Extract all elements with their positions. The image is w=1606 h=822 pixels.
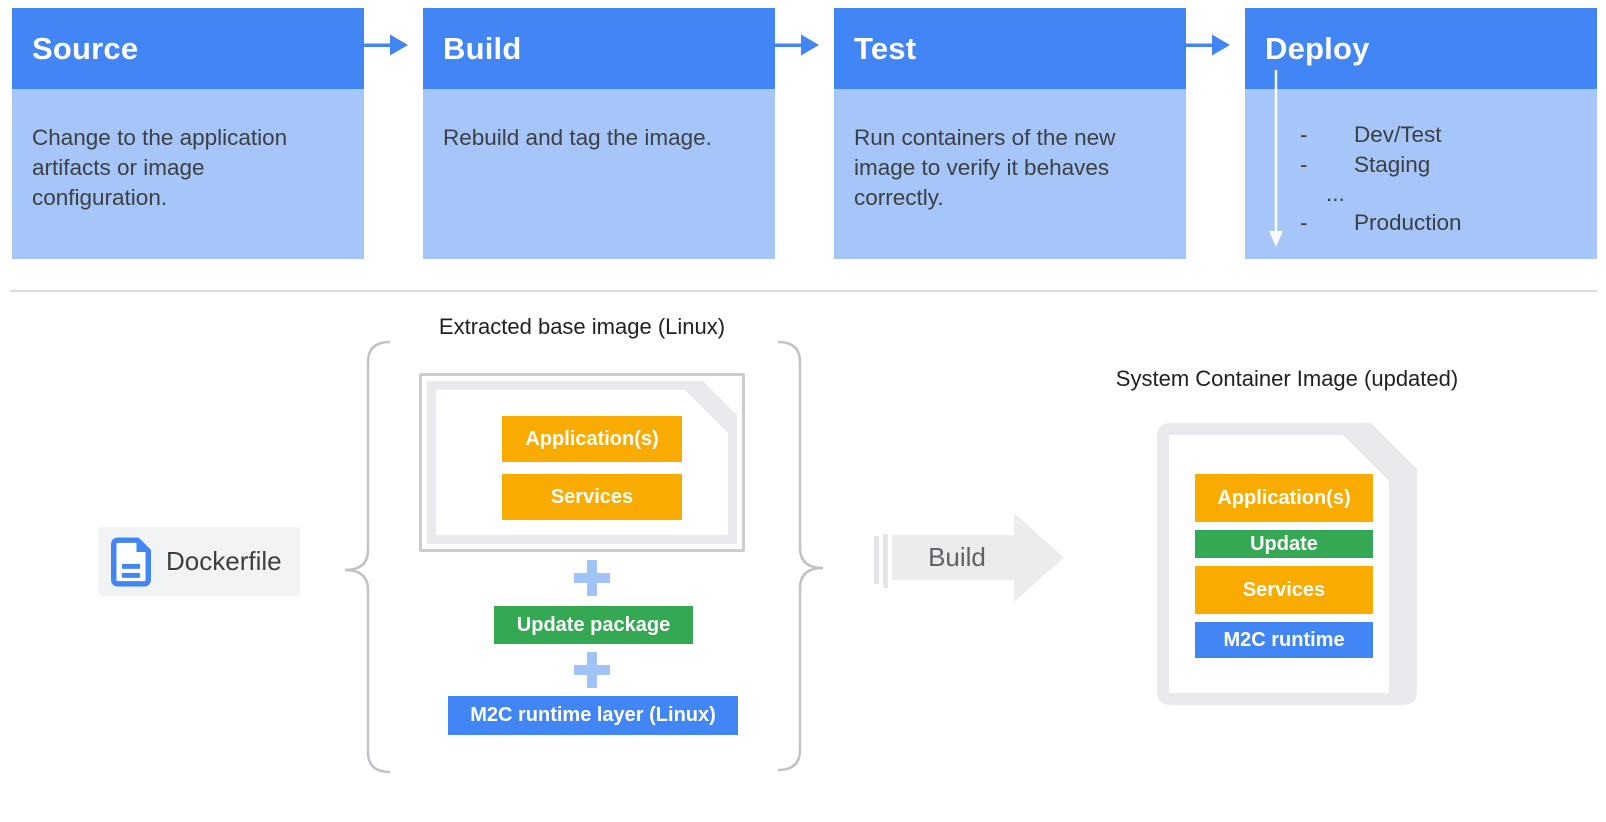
flow-arrow-icon xyxy=(1186,34,1230,56)
list-dash: - xyxy=(1300,152,1308,177)
ellipsis: ... xyxy=(1326,181,1345,206)
update-package-box: Update package xyxy=(494,606,693,644)
card-title: Build xyxy=(443,30,522,66)
pipeline-card-deploy: Deploy - Dev/Test - Staging ... xyxy=(1245,8,1597,259)
plus-label: + xyxy=(574,560,575,561)
result-bar-applications: Application(s) xyxy=(1195,474,1373,522)
dockerfile-icon xyxy=(111,536,151,587)
deploy-target-list: - Dev/Test - Staging ... - Production xyxy=(1300,120,1462,238)
result-image-title: System Container Image (updated) xyxy=(1115,366,1459,391)
base-image-title: Extracted base image (Linux) xyxy=(438,314,726,339)
build-arrow-label: Build xyxy=(928,542,986,572)
pipeline-card-source: Source Change to the application artifac… xyxy=(12,8,364,259)
container-image-document xyxy=(1157,423,1417,705)
list-dash: - xyxy=(1300,122,1308,147)
pipeline-card-build: Build Rebuild and tag the image. xyxy=(423,8,775,259)
result-bar-services: Services xyxy=(1195,566,1373,614)
grouping-braces-icon xyxy=(344,340,824,774)
flow-arrow-icon xyxy=(364,34,408,56)
list-item: ... xyxy=(1300,180,1462,208)
base-image-document xyxy=(419,373,745,552)
card-header: Source xyxy=(12,8,364,89)
m2c-runtime-layer-box: M2C runtime layer (Linux) xyxy=(448,696,738,735)
right-brace xyxy=(777,340,824,772)
card-title: Deploy xyxy=(1265,30,1370,66)
list-dash: - xyxy=(1300,210,1308,235)
list-item: - Dev/Test xyxy=(1300,120,1462,150)
card-description: Run containers of the new image to verif… xyxy=(834,89,1186,259)
deploy-sequence-arrow-icon xyxy=(1269,70,1283,247)
list-item: - Staging xyxy=(1300,150,1462,180)
deploy-target: Staging xyxy=(1354,152,1431,177)
pipeline-card-test: Test Run containers of the new image to … xyxy=(834,8,1186,259)
section-divider xyxy=(10,290,1597,292)
deploy-environments: - Dev/Test - Staging ... - Production xyxy=(1245,70,1597,259)
layer-bar-services: Services xyxy=(502,474,682,520)
plus-label: + xyxy=(574,652,575,653)
plus-icon: + xyxy=(574,560,610,596)
card-description: Change to the application artifacts or i… xyxy=(12,89,364,259)
card-header: Deploy xyxy=(1245,8,1597,89)
layer-bar-applications: Application(s) xyxy=(502,416,682,462)
dockerfile-chip: Dockerfile xyxy=(98,527,300,596)
left-brace xyxy=(344,340,391,774)
card-description: Rebuild and tag the image. xyxy=(423,89,775,259)
card-header: Test xyxy=(834,8,1186,89)
list-item: - Production xyxy=(1300,208,1462,238)
card-header: Build xyxy=(423,8,775,89)
deploy-target: Production xyxy=(1354,210,1462,235)
result-bar-update: Update xyxy=(1195,530,1373,558)
result-bar-m2c-runtime: M2C runtime xyxy=(1195,622,1373,658)
card-title: Source xyxy=(32,30,139,66)
deploy-target: Dev/Test xyxy=(1354,122,1442,147)
dockerfile-label: Dockerfile xyxy=(166,546,282,576)
build-arrow-icon xyxy=(874,513,1064,602)
flow-arrow-icon xyxy=(775,34,819,56)
card-title: Test xyxy=(854,30,917,66)
plus-icon: + xyxy=(574,652,610,688)
